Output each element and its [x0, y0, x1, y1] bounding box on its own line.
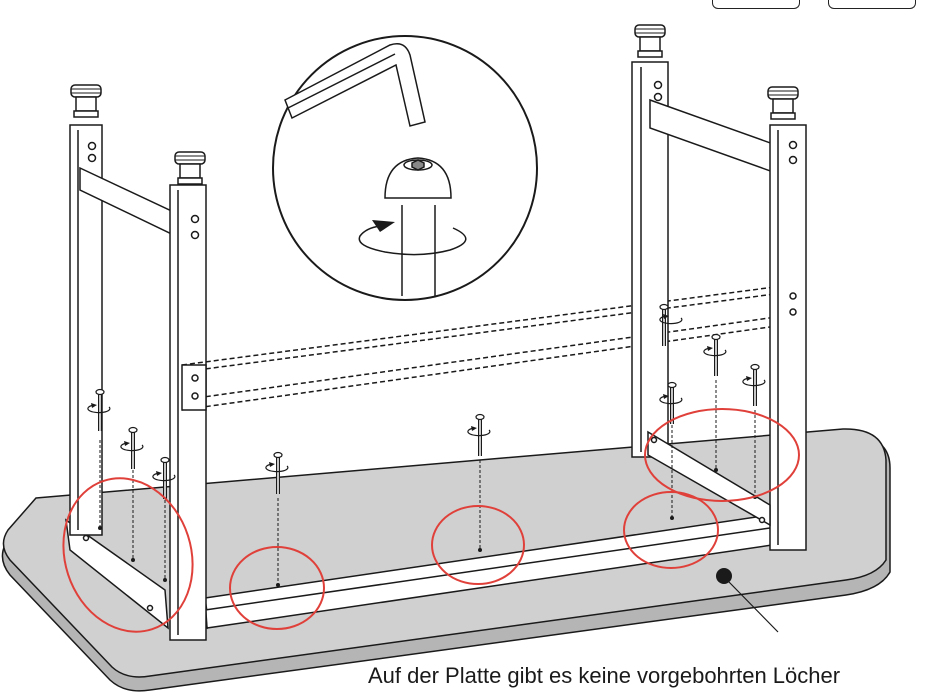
leveling-foot-icon — [634, 24, 666, 58]
corner-tab-left — [712, 0, 800, 9]
rotation-arrow-icon — [358, 225, 467, 256]
left-leg-frame — [65, 124, 207, 641]
screw-head-icon — [384, 157, 452, 296]
crossbeam-dashed — [181, 282, 806, 411]
hex-key-icon — [284, 43, 426, 127]
screw-icon — [127, 425, 139, 471]
leveling-foot-icon — [70, 84, 102, 118]
highlight-circles — [62, 408, 800, 633]
caption-text: Auf der Platte gibt es keine vorgebohrte… — [368, 663, 841, 688]
screws — [87, 302, 766, 587]
zoom-detail — [272, 35, 538, 301]
corner-tab-right — [828, 0, 916, 9]
caption-pointer — [716, 568, 779, 633]
tabletop — [1, 428, 891, 692]
arrow-head-icon — [372, 220, 395, 232]
right-leg-frame — [631, 61, 807, 551]
leveling-foot-icon — [767, 86, 799, 120]
leveling-foot-icon — [174, 151, 206, 185]
